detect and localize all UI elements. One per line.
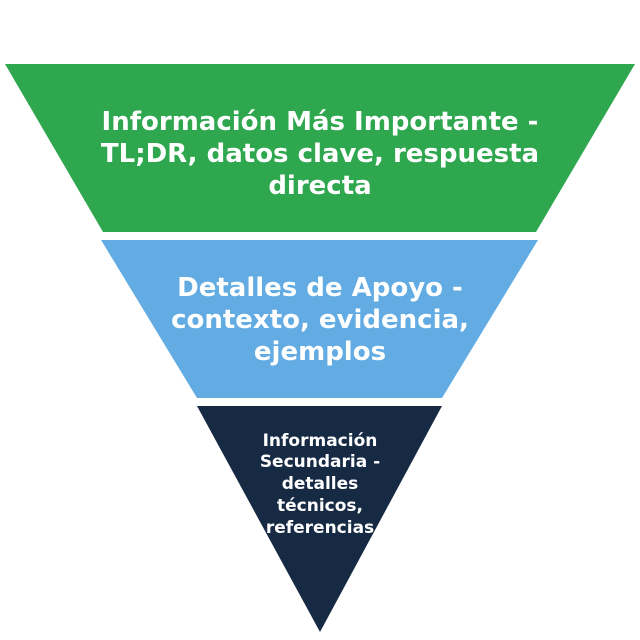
tier-2-label: Detalles de Apoyo - contexto, evidencia,… xyxy=(171,273,469,367)
tier-2-shape xyxy=(101,240,538,398)
tier-1-label: Información Más Importante - TL;DR, dato… xyxy=(100,107,540,201)
tier-3-label: Información Secundaria - detalles técnic… xyxy=(259,430,381,538)
tier-3-shape xyxy=(197,406,442,632)
tier-1-shape xyxy=(5,64,635,232)
